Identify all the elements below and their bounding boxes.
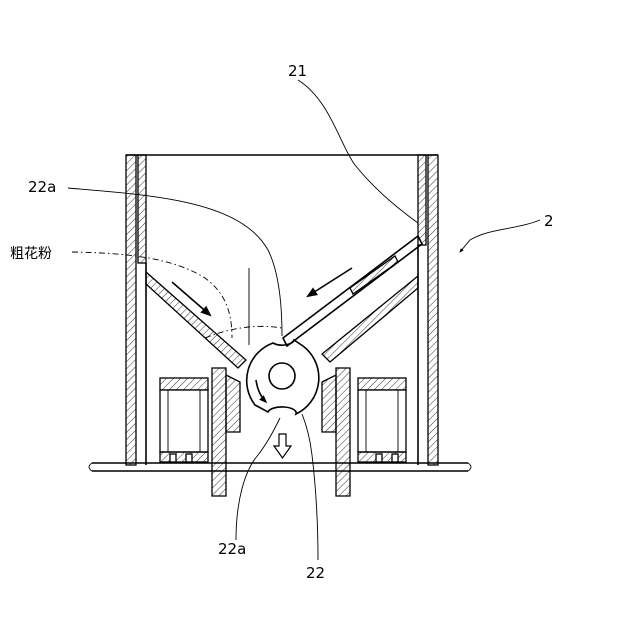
label-21: 21 <box>288 62 307 80</box>
right-wall <box>418 155 438 465</box>
leader-22a-top <box>68 188 282 336</box>
leader-2 <box>460 220 540 252</box>
right-funnel <box>322 276 418 362</box>
left-bracket <box>212 368 240 496</box>
left-funnel <box>146 272 246 368</box>
hollow-down-arrow-icon <box>274 434 291 458</box>
leader-22a-bottom <box>236 418 280 540</box>
label-22a-bottom: 22a <box>218 540 246 558</box>
rotation-arrow-icon <box>256 380 266 402</box>
left-motor <box>160 378 208 462</box>
label-coarse-pollen: 粗花粉 <box>10 246 52 262</box>
leader-21 <box>298 80 418 223</box>
right-bracket <box>322 368 350 496</box>
left-wall <box>126 155 146 465</box>
rotor <box>247 340 319 414</box>
coarse-pollen-path <box>72 252 232 338</box>
leader-22 <box>302 414 318 560</box>
label-22: 22 <box>306 564 325 582</box>
label-2: 2 <box>544 212 554 230</box>
label-22a-top: 22a <box>28 178 56 196</box>
rotor-shaft <box>269 363 295 389</box>
right-motor <box>358 378 406 462</box>
